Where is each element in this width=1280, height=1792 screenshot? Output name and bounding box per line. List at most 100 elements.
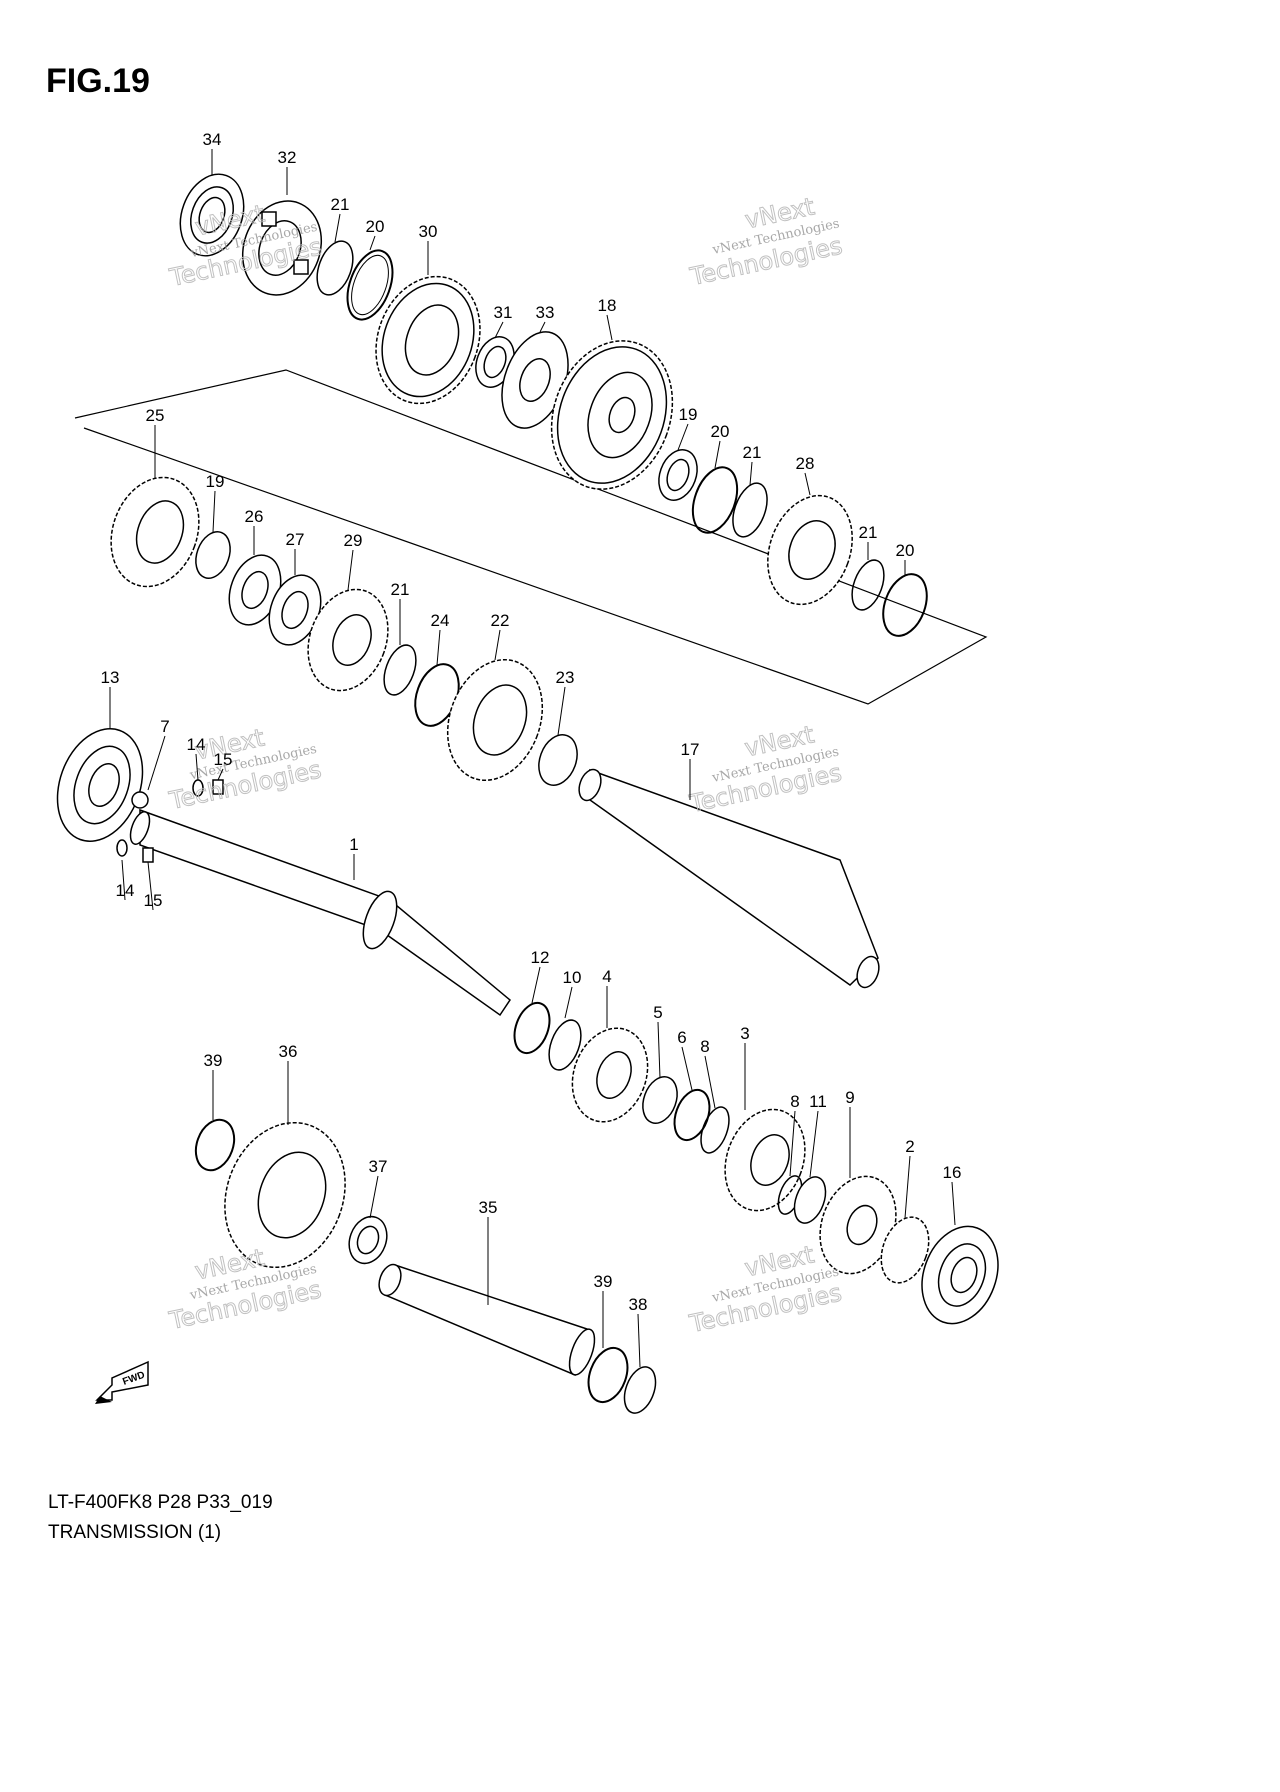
washer-27 (268, 574, 322, 646)
callout-leader (531, 966, 541, 1004)
gear-36 (224, 1121, 346, 1269)
callout-number: 10 (563, 968, 582, 987)
circlip-38 (623, 1366, 657, 1414)
callout-number: 19 (206, 472, 225, 491)
callout-number: 38 (629, 1295, 648, 1314)
callout-number: 36 (279, 1042, 298, 1061)
callout-number: 26 (245, 507, 264, 526)
callout-number: 15 (144, 891, 163, 910)
callout-number: 1 (349, 835, 358, 854)
washer-12 (513, 1001, 551, 1055)
callout-leader (809, 1110, 819, 1178)
callout-leader (557, 686, 566, 736)
callout-leader (494, 629, 501, 661)
callout-number: 30 (419, 222, 438, 241)
bushing-19-right (658, 449, 698, 501)
washer-20-right (691, 466, 739, 534)
section-name: TRANSMISSION (1) (48, 1522, 222, 1543)
callout-leader (147, 735, 166, 791)
circlip-10 (548, 1019, 582, 1071)
callout-number: 24 (431, 611, 450, 630)
callout-number: 20 (711, 422, 730, 441)
gear-29 (307, 588, 389, 692)
callout-number: 13 (101, 668, 120, 687)
callout-number: 8 (700, 1037, 709, 1056)
washer-20-top-inner (351, 254, 389, 316)
callout-number: 34 (203, 130, 222, 149)
group-outline (74, 369, 988, 705)
callout-number: 29 (344, 531, 363, 550)
dog-32 (241, 200, 323, 296)
callout-number: 14 (187, 735, 206, 754)
callout-number: 32 (278, 148, 297, 167)
callout-number: 27 (286, 530, 305, 549)
callout-number: 31 (494, 303, 513, 322)
figure-title: FIG.19 (46, 62, 150, 100)
callout-leader (904, 1155, 911, 1219)
callout-number: 21 (859, 523, 878, 542)
callout-number: 20 (896, 541, 915, 560)
watermark-mid-right: vNext vNext Technologies Technologies (686, 720, 845, 819)
circlip-21-far (851, 559, 885, 611)
washer-26 (228, 554, 282, 626)
washer-20-top (346, 249, 394, 321)
model-code: LT-F400FK8 P28 P33_019 (48, 1492, 273, 1513)
callout-number: 25 (146, 406, 165, 425)
circlip-21-right (732, 482, 768, 538)
callout-number: 15 (214, 750, 233, 769)
callout-leader (334, 213, 341, 243)
needle-bearing-37 (348, 1215, 388, 1265)
callout-number: 21 (331, 195, 350, 214)
callout-number: 3 (740, 1024, 749, 1043)
callout-leader (704, 1055, 716, 1109)
callout-leader (681, 1046, 693, 1091)
washer-6 (673, 1088, 711, 1142)
gear-2 (880, 1216, 930, 1284)
callout-number: 23 (556, 668, 575, 687)
washer-33 (501, 331, 569, 429)
bolt-15-lower (142, 847, 154, 863)
callout-leader (637, 1313, 641, 1368)
shaft-35 (378, 1263, 596, 1377)
gear-18 (550, 340, 674, 490)
callout-number: 37 (369, 1157, 388, 1176)
gear-30 (375, 275, 481, 405)
callout-leader (714, 440, 721, 469)
washer-11 (793, 1176, 827, 1224)
callout-leader (212, 490, 216, 533)
callout-number: 14 (116, 881, 135, 900)
circlip-8-left (700, 1106, 730, 1154)
countershaft-17 (578, 768, 880, 989)
callout-number: 21 (391, 580, 410, 599)
bearing-13 (56, 728, 144, 842)
callout-number: 39 (204, 1051, 223, 1070)
gear-28 (767, 494, 853, 606)
washer-39-left (194, 1118, 236, 1172)
gear-25 (110, 476, 200, 588)
callout-number: 11 (809, 1092, 827, 1111)
watermark-top-right: vNext vNext Technologies Technologies (687, 192, 846, 292)
watermark-bottom-right: vNext vNext Technologies Technologies (686, 1240, 845, 1339)
callout-number: 35 (479, 1198, 498, 1217)
callout-number: 22 (491, 611, 510, 630)
bushing-5 (642, 1076, 678, 1124)
callout-number: 16 (943, 1163, 962, 1182)
bearing-16 (921, 1225, 999, 1325)
bearing-pin-7 (131, 791, 149, 809)
washer-39-right (587, 1346, 629, 1404)
callout-number: 28 (796, 454, 815, 473)
callout-number: 2 (905, 1137, 914, 1156)
callout-leader (804, 472, 811, 496)
gear-22 (446, 658, 544, 782)
gear-4 (571, 1027, 649, 1123)
callout-number: 20 (366, 217, 385, 236)
callout-number: 7 (160, 717, 169, 736)
callout-number: 4 (602, 967, 611, 986)
callout-leader (121, 859, 126, 901)
callout-leader (606, 314, 613, 341)
callout-number: 17 (681, 740, 700, 759)
bearing-34 (179, 173, 245, 257)
callout-number: 21 (743, 443, 762, 462)
washer-20-far (882, 573, 928, 637)
